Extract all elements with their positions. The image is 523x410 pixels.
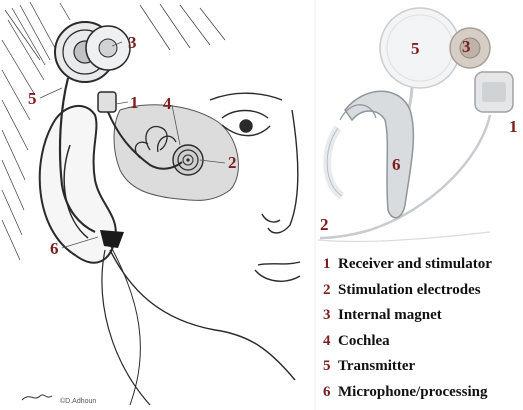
artist-credit: ©D.Adhoun <box>60 398 96 405</box>
left-label-3: 3 <box>128 34 137 51</box>
legend-item: 5 Transmitter <box>323 358 521 384</box>
component-legend: 1 Receiver and stimulator 2 Stimulation … <box>323 256 521 409</box>
legend-label: Internal magnet <box>338 307 442 324</box>
legend-number: 1 <box>323 256 338 273</box>
internal-magnet-receiver <box>86 26 130 70</box>
legend-number: 6 <box>323 384 338 401</box>
left-label-4: 4 <box>163 95 172 112</box>
legend-label: Transmitter <box>338 358 415 375</box>
left-label-5: 5 <box>28 90 37 107</box>
legend-item: 4 Cochlea <box>323 333 521 359</box>
legend-number: 4 <box>323 333 338 350</box>
legend-item: 6 Microphone/processing <box>323 384 521 410</box>
left-label-1: 1 <box>130 94 139 111</box>
cochlea-spiral <box>173 145 203 175</box>
legend-number: 5 <box>323 358 338 375</box>
legend-label: Stimulation electrodes <box>338 282 481 299</box>
receiver-stimulator <box>98 92 116 112</box>
right-label-3: 3 <box>462 38 471 55</box>
implant-device-photo <box>318 0 523 250</box>
legend-label: Cochlea <box>338 333 390 350</box>
left-label-2: 2 <box>228 154 237 171</box>
legend-item: 1 Receiver and stimulator <box>323 256 521 282</box>
legend-label: Microphone/processing <box>338 384 487 401</box>
right-label-1: 1 <box>509 118 518 135</box>
right-label-6: 6 <box>392 156 401 173</box>
legend-item: 3 Internal magnet <box>323 307 521 333</box>
legend-label: Receiver and stimulator <box>338 256 492 273</box>
right-label-2: 2 <box>320 216 329 233</box>
left-label-6: 6 <box>50 240 59 257</box>
legend-number: 2 <box>323 282 338 299</box>
legend-number: 3 <box>323 307 338 324</box>
right-label-5: 5 <box>411 40 420 57</box>
legend-item: 2 Stimulation electrodes <box>323 282 521 308</box>
